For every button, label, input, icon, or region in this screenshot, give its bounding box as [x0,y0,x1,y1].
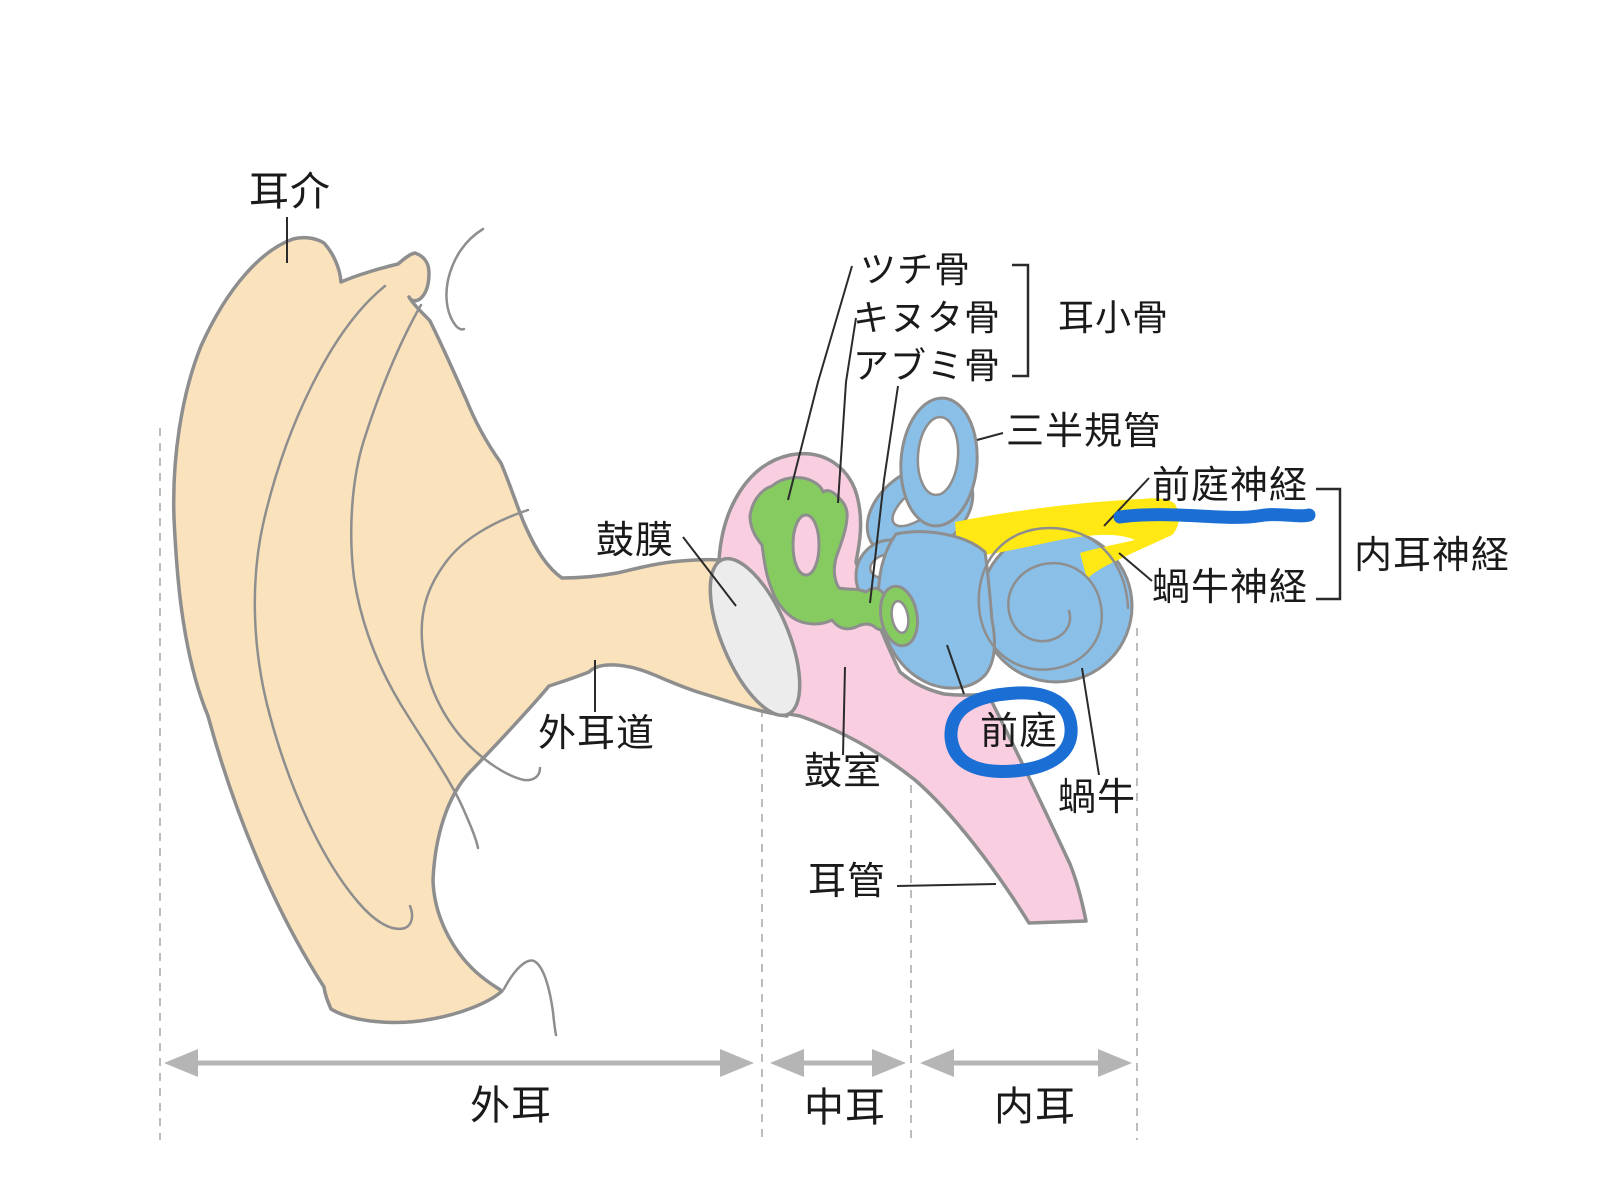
vestibular-nerve-leader [1103,477,1150,527]
vestibule-circle [944,686,1078,778]
semicircular-leader [976,432,1004,441]
eardrum-shape [708,556,802,718]
eustachian-leader [896,883,997,887]
cochlea-spiral-line [977,526,1130,671]
label-ear-canal: 外耳道 [538,713,656,755]
label-eustachian-tube: 耳管 [808,861,887,903]
group-brackets [1012,263,1342,601]
label-tympanic-cavity: 鼓室 [804,751,883,793]
stapes-shape [879,584,919,648]
label-malleus: ツチ骨 [860,249,972,290]
label-vestibular-nerve: 前庭神経 [1152,465,1309,507]
label-inner-ear-nerve: 内耳神経 [1354,535,1511,577]
eardrum-leader [682,536,737,607]
region-arrows [164,1049,1132,1077]
ossicles-bracket [1012,263,1030,378]
cochlear-nerve-leader [1118,552,1153,582]
tympanic-leader [842,666,846,756]
cochlea-leader [1081,667,1100,776]
stapes-leader [869,385,899,604]
label-auricle: 耳介 [249,170,331,214]
label-eardrum: 鼓膜 [596,520,675,562]
incus-leader [837,317,857,504]
marker-highlights [944,508,1316,778]
helix-crus-line [445,227,485,331]
leader-lines [286,217,1153,887]
label-cochlea: 蝸牛 [1058,777,1137,819]
label-region-outer-ear: 外耳 [470,1084,552,1128]
auricle-shape [171,235,789,1025]
label-semicircular-canals: 三半規管 [1006,411,1163,453]
label-incus: キヌタ骨 [853,297,1002,338]
label-stapes: アブミ骨 [853,345,1002,386]
label-ossicles-group: 耳小骨 [1058,297,1170,338]
auricle-contour-lines [253,227,558,1037]
label-vestibule: 前庭 [980,711,1059,753]
vestibule-leader [946,644,965,695]
label-cochlear-nerve: 蝸牛神経 [1152,567,1309,609]
label-region-inner-ear: 内耳 [994,1085,1076,1129]
vestibular-nerve-underline [1113,508,1316,524]
malleus-leader [787,265,853,501]
label-region-middle-ear: 中耳 [804,1086,886,1130]
jawline-curve [502,959,558,1037]
inner-ear-nerve-bracket [1316,487,1342,601]
